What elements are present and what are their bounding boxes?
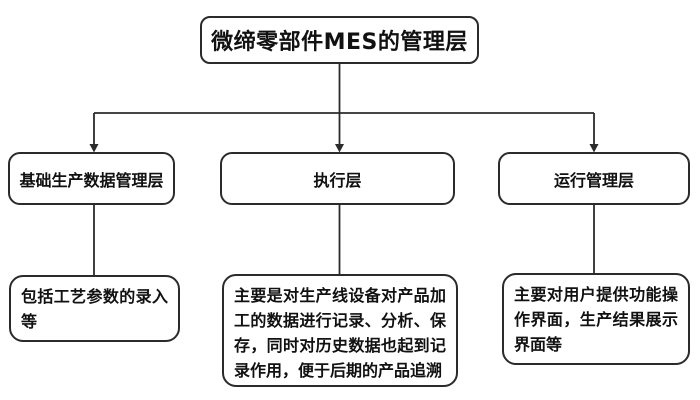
description-node-basic-production-data: 包括工艺参数的录入等 [9,275,180,342]
branch-node-label: 执行层 [313,170,362,190]
branch-node-operation-management: 运行管理层 [498,152,690,205]
branch-node-execution-layer: 执行层 [220,152,455,205]
branch-node-basic-production-data: 基础生产数据管理层 [8,152,175,205]
description-node-operation-management: 主要对用户提供功能操作界面，生产结果展示界面等 [502,273,690,365]
branch-node-label: 基础生产数据管理层 [19,170,164,190]
connector-root-to-branches [93,64,595,146]
connector-branches-to-descriptions [93,205,595,275]
description-node-execution-layer: 主要是对生产线设备对产品加工的数据进行记录、分析、保存，同时对历史数据也起到记录… [222,274,458,387]
root-node-label: 微缔零部件MES的管理层 [211,30,468,55]
branch-node-label: 运行管理层 [553,170,634,190]
root-node-management-layer: 微缔零部件MES的管理层 [200,16,479,64]
